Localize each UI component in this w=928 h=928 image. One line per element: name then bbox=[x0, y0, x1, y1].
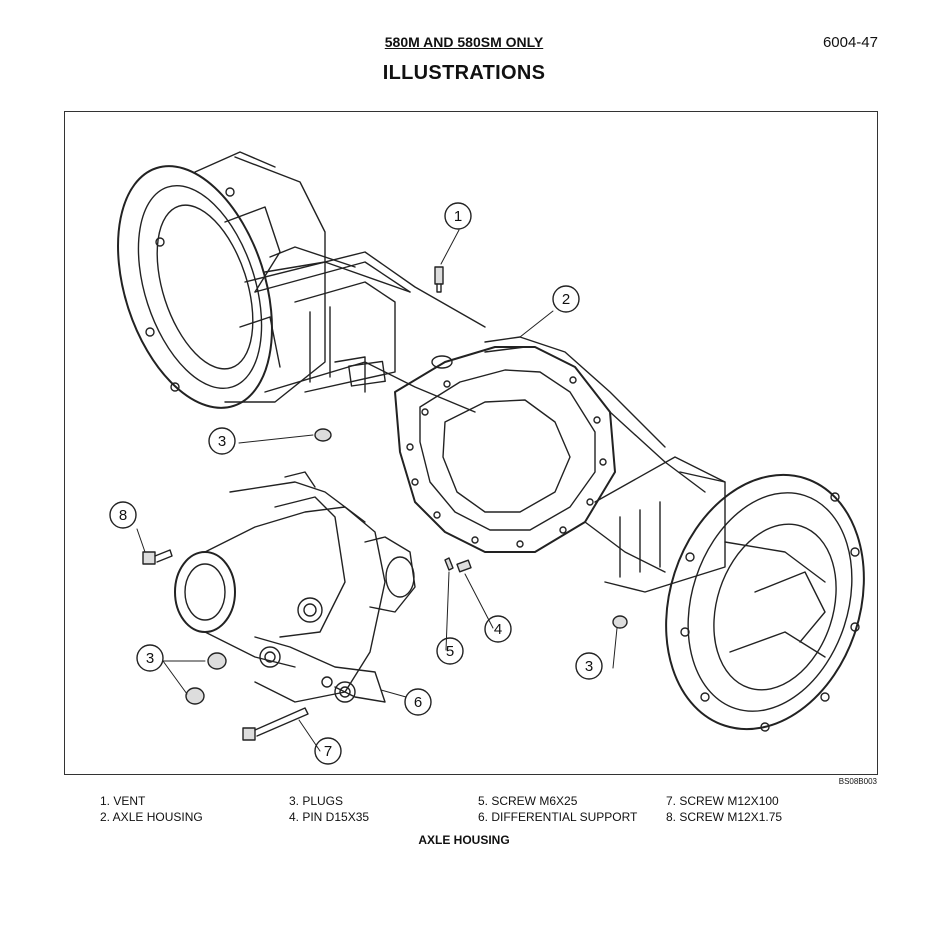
right-axle-tube bbox=[584, 411, 726, 593]
callout-4-label: 4 bbox=[494, 621, 502, 638]
legend-column-4: 7. SCREW M12X100 8. SCREW M12X1.75 bbox=[666, 793, 782, 825]
left-axle-tube bbox=[244, 246, 486, 413]
legend-item: 5. SCREW M6X25 bbox=[478, 794, 578, 808]
callout-5-label: 5 bbox=[446, 643, 454, 660]
exploded-view-drawing: 1 2 3 3 3 4 5 6 bbox=[109, 151, 865, 765]
callout-6: 6 bbox=[404, 688, 432, 716]
callout-3c: 3 bbox=[575, 652, 603, 680]
callout-3b: 3 bbox=[136, 644, 164, 672]
differential-support bbox=[174, 471, 416, 703]
pin-part bbox=[456, 559, 472, 573]
callout-2-label: 2 bbox=[562, 291, 570, 308]
callout-1-label: 1 bbox=[454, 208, 462, 225]
section-subtitle: 580M AND 580SM ONLY bbox=[0, 34, 928, 50]
figure-code: BS08B003 bbox=[838, 777, 877, 786]
callout-3a: 3 bbox=[208, 427, 236, 455]
callout-4: 4 bbox=[484, 615, 512, 643]
legend-column-3: 5. SCREW M6X25 6. DIFFERENTIAL SUPPORT bbox=[478, 793, 637, 825]
page-number: 6004-47 bbox=[822, 34, 878, 51]
legend-item: 3. PLUGS bbox=[289, 794, 344, 808]
legend-item: 8. SCREW M12X1.75 bbox=[666, 810, 783, 824]
screw-m6x25-part bbox=[444, 557, 454, 571]
callout-3c-label: 3 bbox=[585, 658, 593, 675]
legend-item: 4. PIN D15X35 bbox=[289, 810, 370, 824]
subtitle-text: 580M AND 580SM ONLY bbox=[384, 34, 544, 50]
callout-7-label: 7 bbox=[324, 743, 332, 760]
plug-part bbox=[185, 428, 628, 705]
legend-item: 6. DIFFERENTIAL SUPPORT bbox=[478, 810, 638, 824]
callout-5: 5 bbox=[436, 637, 464, 665]
callout-8: 8 bbox=[109, 501, 137, 529]
center-banjo-housing bbox=[394, 336, 666, 553]
figure-caption: AXLE HOUSING bbox=[418, 833, 510, 847]
leader-lines bbox=[136, 229, 618, 752]
right-wheel-flange bbox=[665, 473, 865, 732]
callout-2: 2 bbox=[552, 285, 580, 313]
axle-housing-illustration: 1 2 3 3 3 4 5 6 bbox=[64, 111, 878, 775]
callout-6-label: 6 bbox=[414, 694, 422, 711]
vent-part bbox=[434, 266, 444, 293]
legend-column-1: 1. VENT 2. AXLE HOUSING bbox=[100, 793, 203, 825]
callout-1: 1 bbox=[444, 202, 472, 230]
callout-7: 7 bbox=[314, 737, 342, 765]
screw-m12x175-part bbox=[142, 549, 173, 565]
screw-m12x100-part bbox=[242, 707, 309, 741]
legend-item: 1. VENT bbox=[100, 794, 146, 808]
page-title: ILLUSTRATIONS bbox=[382, 62, 546, 84]
legend-item: 2. AXLE HOUSING bbox=[100, 810, 203, 824]
legend-item: 7. SCREW M12X100 bbox=[666, 794, 779, 808]
callout-3b-label: 3 bbox=[146, 650, 154, 667]
left-wheel-flange bbox=[117, 151, 326, 409]
legend-column-2: 3. PLUGS 4. PIN D15X35 bbox=[289, 793, 369, 825]
callout-8-label: 8 bbox=[119, 507, 127, 524]
callout-3a-label: 3 bbox=[218, 433, 226, 450]
